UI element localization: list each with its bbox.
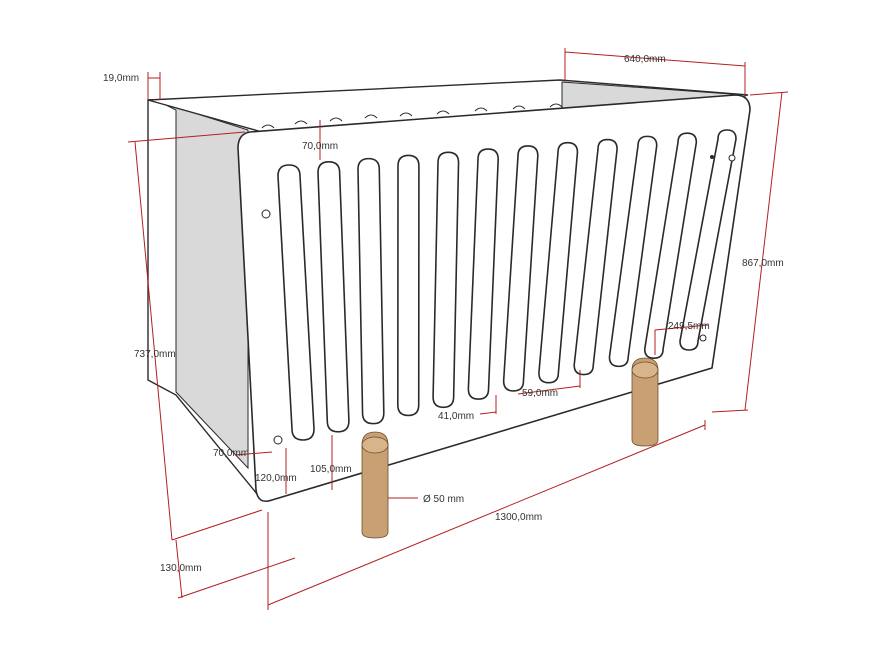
dim-total-height: 867,0mm — [742, 258, 784, 269]
front-slot — [502, 145, 539, 392]
front-slot — [573, 138, 618, 376]
dim-corner-bottom: 70,0mm — [213, 448, 249, 459]
left-side-panel — [147, 99, 263, 502]
screw-hole — [728, 154, 736, 162]
dim-base-height: 120,0mm — [255, 473, 297, 484]
front-slot — [608, 135, 658, 368]
front-slot — [432, 151, 460, 409]
front-slot — [679, 129, 737, 351]
dim-side-height: 737,0mm — [134, 349, 176, 360]
front-slot — [317, 161, 350, 433]
dimension-lines — [127, 48, 789, 610]
dim-depth: 640,0mm — [624, 54, 666, 65]
dim-leg-diameter: Ø 50 mm — [423, 494, 464, 505]
front-slot — [277, 164, 315, 441]
front-leg-left — [361, 431, 389, 539]
front-slot — [643, 132, 698, 359]
screw-hole — [710, 155, 714, 159]
dim-leg-height: 130,0mm — [160, 563, 202, 574]
front-slot — [397, 154, 420, 417]
screw-hole — [699, 334, 707, 342]
screw-hole — [261, 209, 271, 219]
dim-side-thickness: 19,0mm — [103, 73, 139, 84]
front-panel — [237, 94, 751, 503]
dim-top-rail: 70,0mm — [302, 141, 338, 152]
dim-right-edge: 249,5mm — [668, 321, 710, 332]
dim-bar-width: 59,0mm — [522, 388, 558, 399]
dim-length: 1300,0mm — [495, 512, 542, 523]
front-leg-right — [631, 357, 659, 447]
back-rail-bumps — [261, 103, 563, 129]
front-slot — [538, 141, 579, 384]
front-slot — [467, 148, 499, 400]
dim-opening-width: 41,0mm — [438, 411, 474, 422]
screw-hole — [273, 435, 283, 445]
dim-bottom-hole: 105,0mm — [310, 464, 352, 475]
front-slot — [357, 157, 385, 425]
dimension-labels: 19,0mm 640,0mm 867,0mm 737,0mm 70,0mm 41… — [103, 54, 784, 574]
